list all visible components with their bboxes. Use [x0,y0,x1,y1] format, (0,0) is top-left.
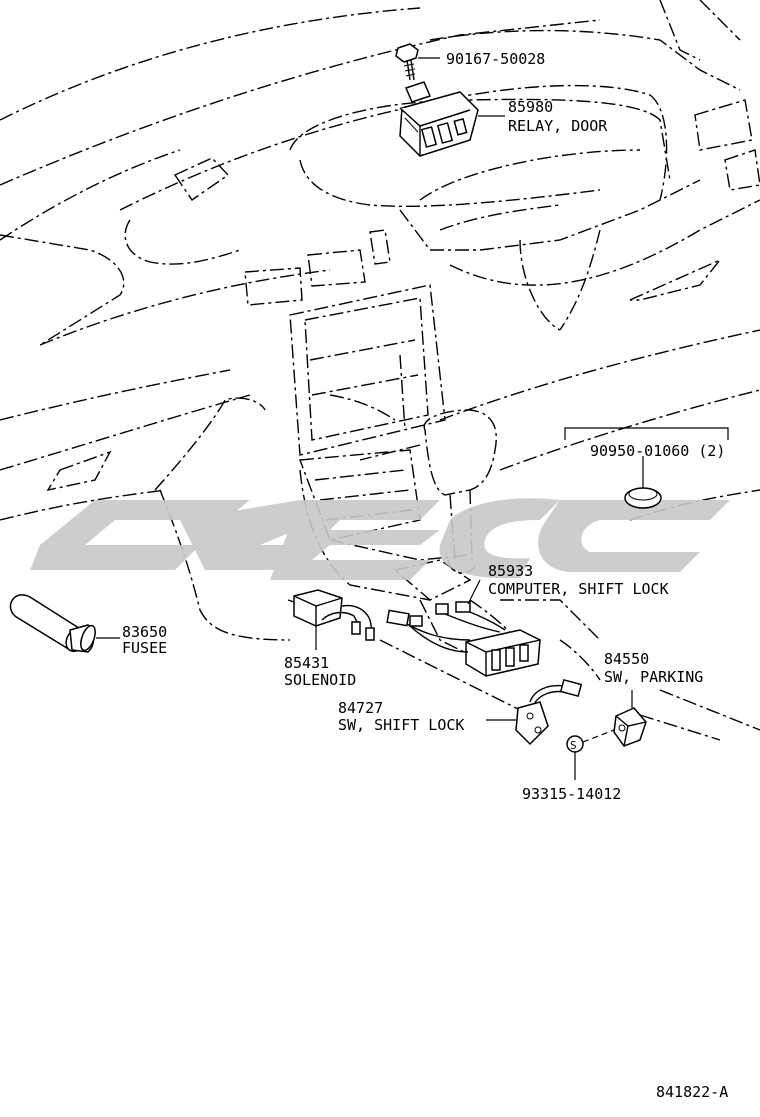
bracket-line [564,427,729,440]
callout-shift-lock-switch-name: SW, SHIFT LOCK [338,716,464,734]
center-console-outline [289,284,601,711]
callout-screw-number: 93315-14012 [522,785,621,803]
dashboard-outline [0,0,760,741]
callout-shift-lock-switch-number: 84727 [338,699,383,717]
bolt-icon [395,43,419,81]
leader-line [467,579,481,605]
callout-relay-door-name: RELAY, DOOR [508,117,608,135]
callout-solenoid-name: SOLENOID [284,671,356,689]
svg-text:S: S [570,739,577,752]
door-relay-icon [399,81,479,157]
leader-line [582,729,615,743]
callout-relay-door-number: 85980 [508,98,553,116]
callout-fusee-number: 83650 [122,623,167,641]
solenoid-icon [287,589,375,641]
screw-icon: S [566,735,584,753]
shift-lock-computer-icon [386,601,541,677]
callout-fusee-name: FUSEE [122,639,167,657]
drawing-id: 841822-A [656,1083,728,1101]
callout-computer-number: 85933 [488,562,533,580]
fusee-icon [9,594,96,653]
callout-solenoid-number: 85431 [284,654,329,672]
watermark-logo [30,498,730,580]
callout-parking-name: SW, PARKING [604,668,703,686]
parking-switch-icon [613,707,647,747]
shift-lock-switch-icon [515,678,583,746]
callout-plug-number: 90950-01060 (2) [590,442,725,460]
callout-parking-number: 84550 [604,650,649,668]
callout-computer-name: COMPUTER, SHIFT LOCK [488,580,669,598]
grommet-plug-icon [624,487,662,509]
callout-bolt-number: 90167-50028 [446,50,545,68]
